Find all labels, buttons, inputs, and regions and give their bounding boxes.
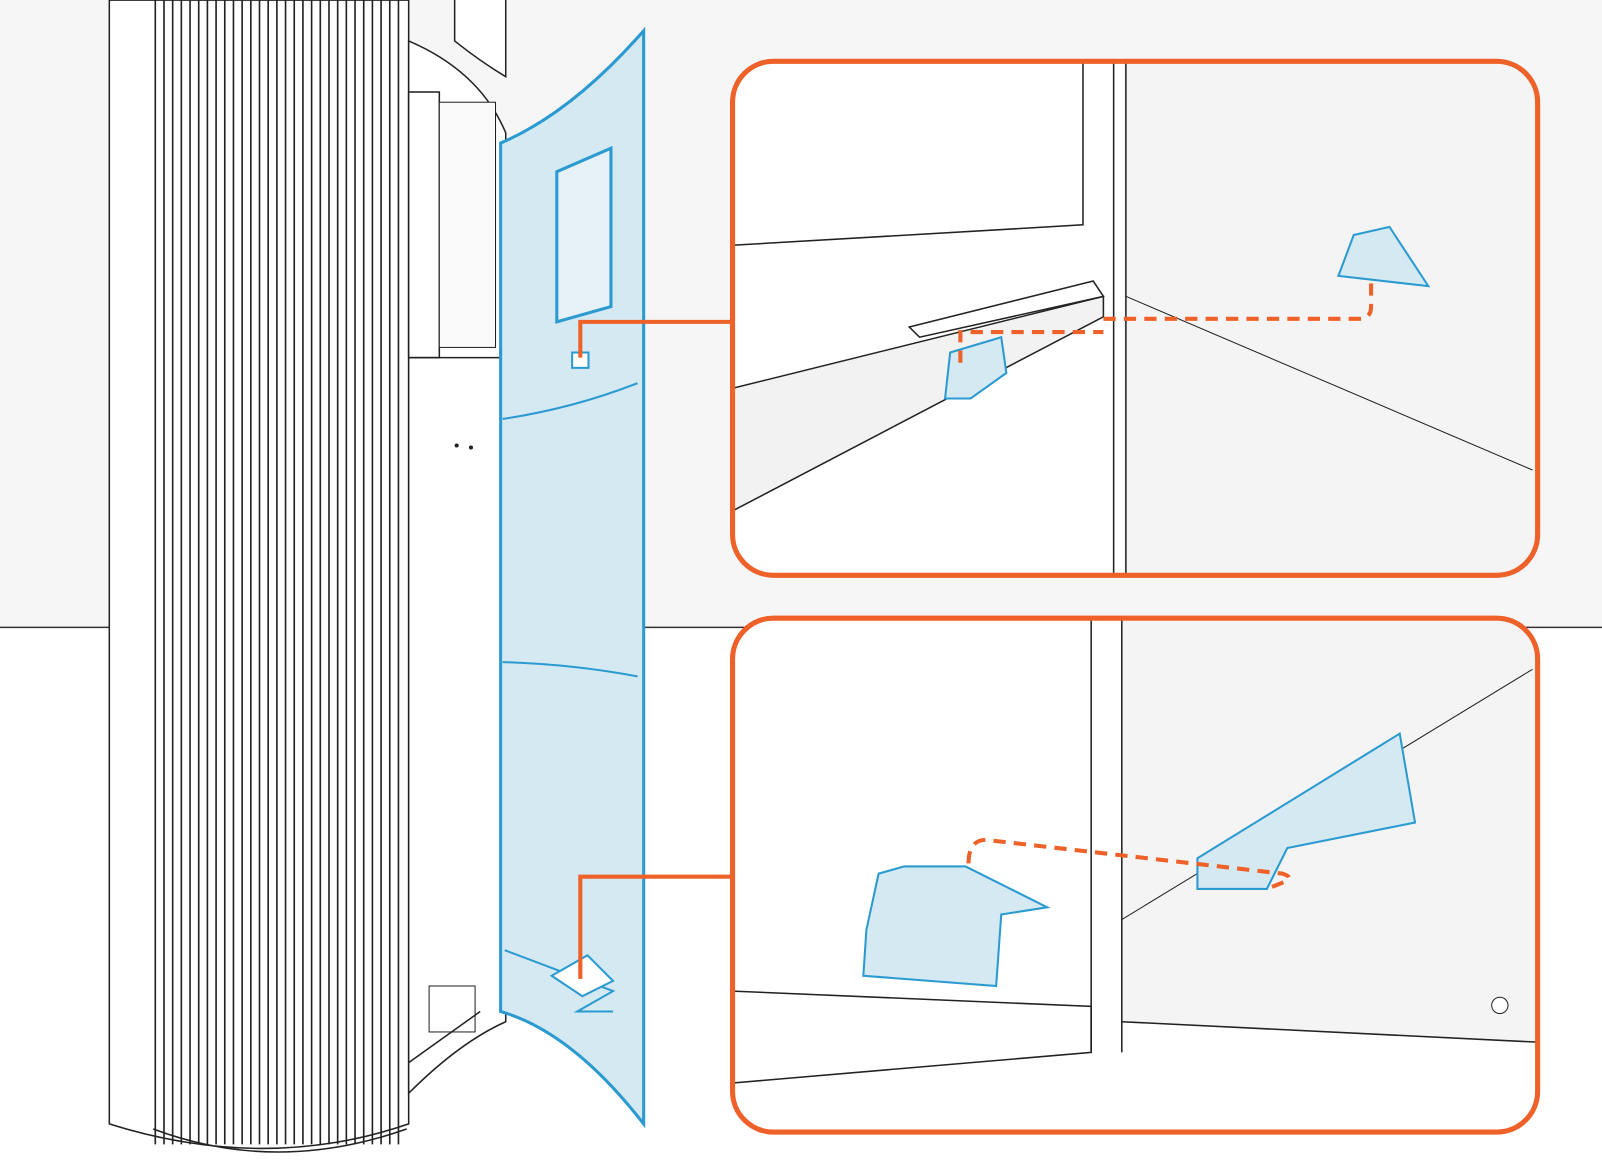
column-ribs bbox=[154, 0, 400, 1145]
side-panel-part bbox=[499, 26, 646, 1129]
callout-connector-upper bbox=[578, 319, 733, 358]
callout-lower-bracket bbox=[729, 615, 1541, 1135]
cabinet-column bbox=[108, 0, 507, 1153]
callout-upper-bracket bbox=[729, 58, 1541, 578]
callout-connector-lower bbox=[578, 874, 733, 979]
